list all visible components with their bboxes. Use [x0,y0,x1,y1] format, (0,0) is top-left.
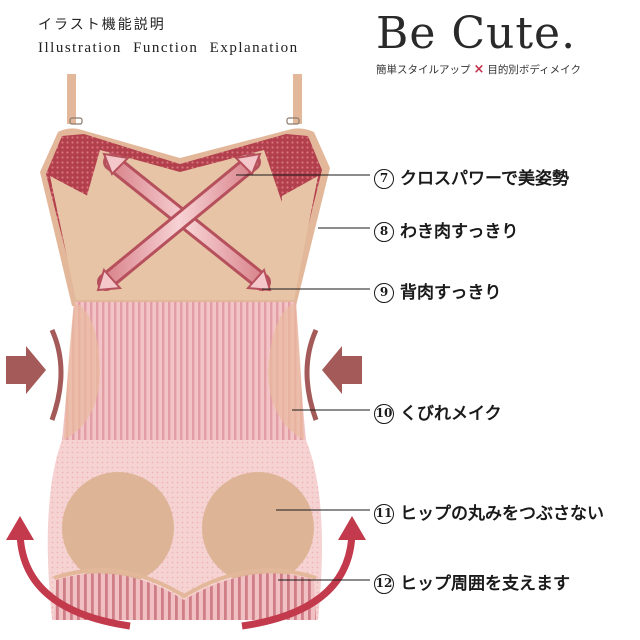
tagline-left: 簡単スタイルアップ [376,64,471,76]
brand-logo: Be Cute. [376,8,577,59]
callout-back-slim: 9 背肉すっきり [374,278,501,303]
hip-panel [47,440,322,620]
callout-text: ヒップの丸みをつぶさない [400,504,604,524]
callout-text: ヒップ周囲を支えます [400,574,570,594]
title-japanese: イラスト機能説明 [38,17,166,33]
callout-number: 10 [374,404,394,424]
callout-hip-support: 12 ヒップ周囲を支えます [374,569,570,594]
hip-arrow-right [241,516,366,630]
callout-number: 9 [374,283,394,303]
callout-number: 12 [374,574,394,594]
waist-panel [62,302,306,440]
tagline-right: 目的別ボディメイク [487,64,581,76]
brand-tagline: 簡単スタイルアップ×目的別ボディメイク [376,62,581,77]
callout-text: わき肉すっきり [400,222,519,242]
callout-side-slim: 8 わき肉すっきり [374,217,518,242]
callout-hip-round: 11 ヒップの丸みをつぶさない [374,499,604,524]
waist-arrow-right [304,328,362,421]
leader-lines [236,174,370,581]
callout-text: クロスパワーで美姿勢 [400,169,569,189]
title-english: Illustration Function Explanation [38,40,299,56]
callout-waist: 10 くびれメイク [374,399,502,424]
hip-arrow-left [6,516,131,630]
callout-text: 背肉すっきり [400,283,502,303]
callout-number: 11 [374,504,394,524]
waist-arrow-left [6,328,64,421]
cross-power-arrows [96,152,272,292]
shoulder-straps [67,74,302,125]
callout-text: くびれメイク [400,404,502,424]
callout-number: 7 [374,169,394,189]
callout-number: 8 [374,222,394,242]
callout-cross-power: 7 クロスパワーで美姿勢 [374,164,569,189]
tagline-cross: × [473,62,485,77]
